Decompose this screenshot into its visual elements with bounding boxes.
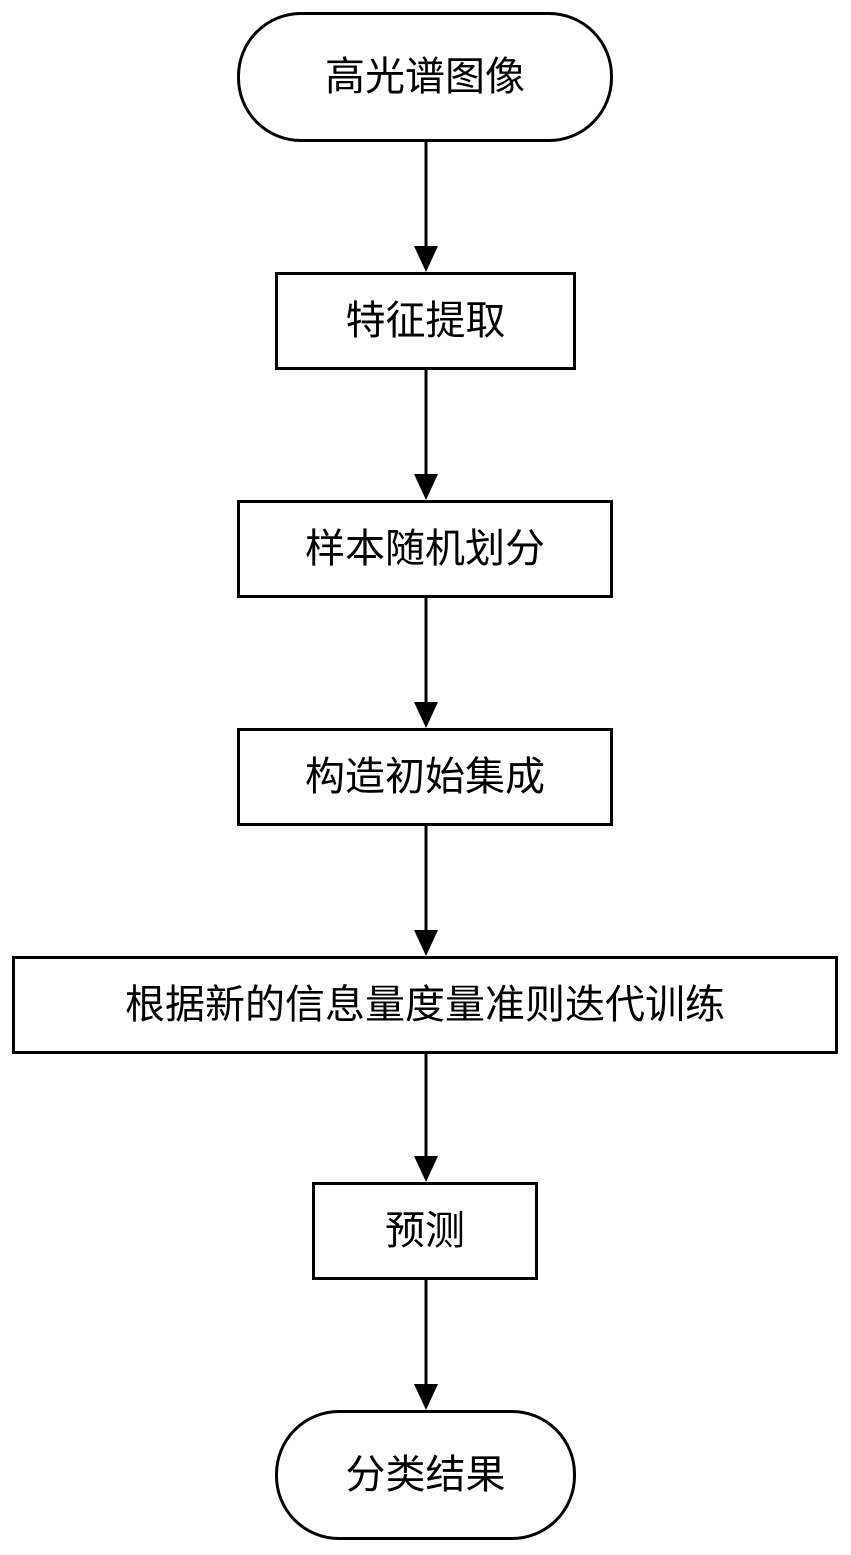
start-label: 高光谱图像 — [325, 54, 525, 100]
predict-box: 预测 — [312, 1182, 538, 1280]
iterative-training-label: 根据新的信息量度量准则迭代训练 — [125, 982, 725, 1028]
start-terminal: 高光谱图像 — [237, 12, 613, 142]
feature-extraction-box: 特征提取 — [275, 272, 576, 370]
end-label: 分类结果 — [345, 1452, 506, 1498]
build-initial-ensemble-label: 构造初始集成 — [305, 754, 545, 800]
build-initial-ensemble-box: 构造初始集成 — [237, 728, 613, 826]
arrowhead-random-sample-split — [414, 474, 438, 500]
random-sample-split-label: 样本随机划分 — [305, 526, 545, 572]
feature-extraction-label: 特征提取 — [345, 298, 506, 344]
random-sample-split-box: 样本随机划分 — [237, 500, 613, 598]
arrowhead-build-initial-ensemble — [414, 702, 438, 728]
arrowhead-end — [414, 1384, 438, 1410]
iterative-training-box: 根据新的信息量度量准则迭代训练 — [12, 956, 838, 1054]
arrowhead-iterative-training — [414, 930, 438, 956]
arrowhead-predict — [414, 1156, 438, 1182]
end-terminal: 分类结果 — [275, 1410, 576, 1540]
predict-label: 预测 — [385, 1208, 465, 1254]
arrowhead-feature-extraction — [414, 246, 438, 272]
